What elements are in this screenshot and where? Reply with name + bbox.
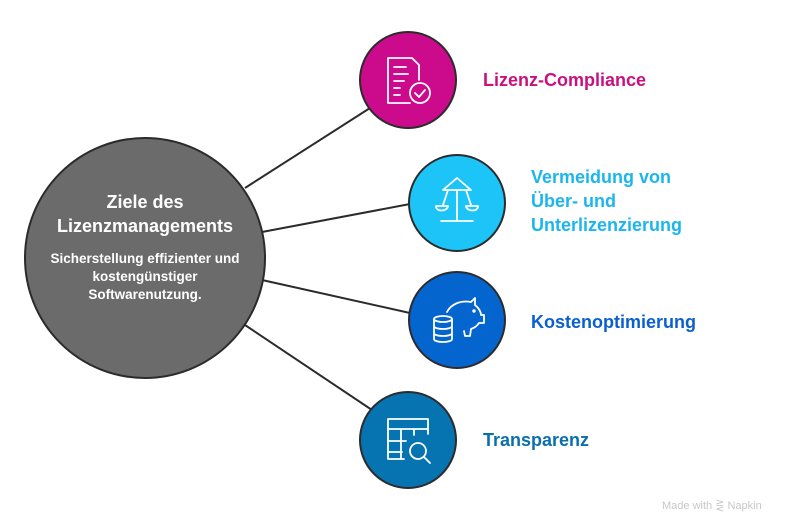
document-check-icon [387,57,431,104]
goal-label-vermeidung: Vermeidung von Über- und Unterlizenzieru… [531,167,683,235]
carousel-balance-icon [435,177,479,222]
connector-line [244,107,371,189]
center-title: Ziele des Lizenzmanagements [56,192,234,236]
goal-circle-compliance [359,31,457,129]
goal-label-compliance: Lizenz-Compliance [483,70,647,90]
center-circle [24,137,266,379]
goal-label-transparenz: Transparenz [483,430,590,450]
connector-line [244,324,373,411]
connector-line [261,279,411,314]
connector-line [261,203,411,233]
piggy-bank-coins-icon [433,297,485,343]
watermark: Made with ⋛ Napkin [662,500,762,512]
goal-label-kosten: Kostenoptimierung [531,312,696,332]
table-search-icon [387,418,431,464]
center-subtitle: Sicherstellung effizienter und kostengün… [50,251,240,302]
goal-circle-kosten [408,271,506,369]
goal-circle-transparenz [359,391,457,489]
